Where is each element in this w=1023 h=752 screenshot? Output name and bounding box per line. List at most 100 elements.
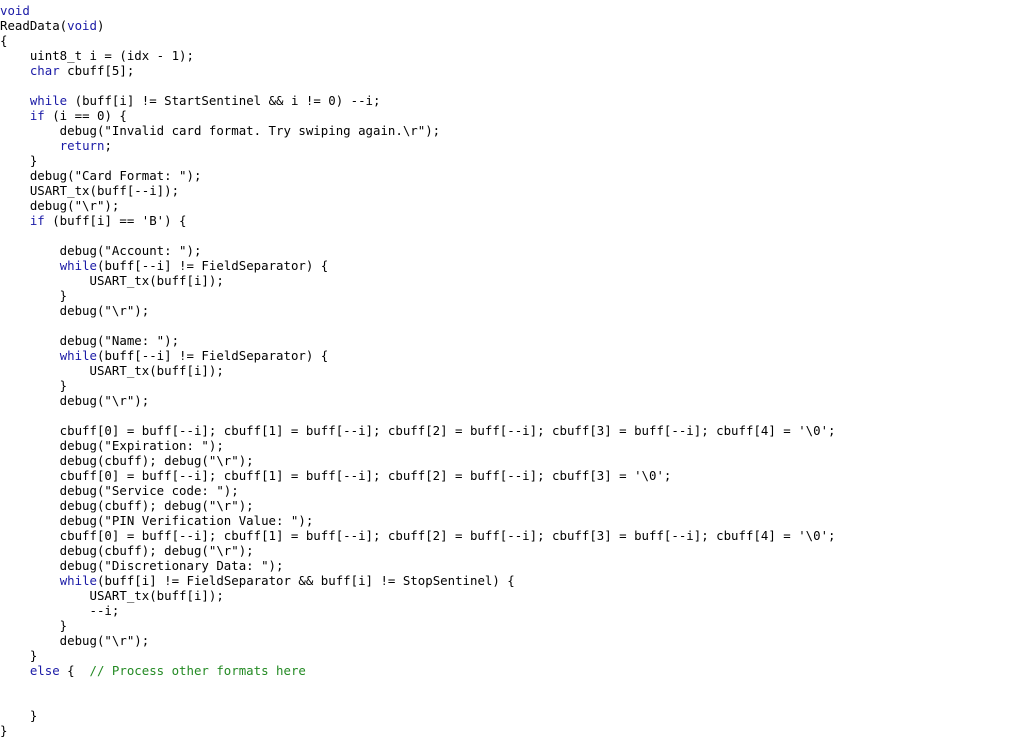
code-keyword: void [67, 18, 97, 33]
code-keyword: void [0, 3, 30, 18]
code-text: } [0, 708, 38, 723]
code-text [0, 213, 30, 228]
code-line: debug("\r"); [0, 303, 1023, 318]
code-line [0, 78, 1023, 93]
code-text: debug("Card Format: "); [0, 168, 202, 183]
code-comment: // Process other formats here [89, 663, 306, 678]
code-text: ) [96, 18, 105, 33]
code-text: debug("Discretionary Data: "); [0, 558, 284, 573]
code-text: debug("\r"); [0, 303, 150, 318]
code-line: } [0, 153, 1023, 168]
code-text: { [59, 663, 90, 678]
code-line: debug(cbuff); debug("\r"); [0, 543, 1023, 558]
code-text: (buff[i] == 'B') { [44, 213, 187, 228]
code-line [0, 693, 1023, 708]
code-text: } [0, 648, 38, 663]
code-text: (i == 0) { [44, 108, 127, 123]
code-keyword: while [59, 573, 97, 588]
code-line: } [0, 288, 1023, 303]
code-text: (buff[i] != FieldSeparator && buff[i] !=… [97, 573, 515, 588]
code-line: char cbuff[5]; [0, 63, 1023, 78]
code-line: } [0, 708, 1023, 723]
code-text [0, 63, 30, 78]
code-line: cbuff[0] = buff[--i]; cbuff[1] = buff[--… [0, 468, 1023, 483]
code-text: USART_tx(buff[i]); [0, 363, 224, 378]
code-text: debug(cbuff); debug("\r"); [0, 543, 254, 558]
code-line [0, 318, 1023, 333]
code-line: debug("Invalid card format. Try swiping … [0, 123, 1023, 138]
code-text: (buff[--i] != FieldSeparator) { [97, 348, 329, 363]
code-text: debug("Service code: "); [0, 483, 239, 498]
code-text: debug("\r"); [0, 633, 150, 648]
code-keyword: char [29, 63, 60, 78]
code-line: USART_tx(buff[i]); [0, 588, 1023, 603]
code-line: USART_tx(buff[i]); [0, 363, 1023, 378]
code-text: cbuff[5]; [59, 63, 135, 78]
code-line: } [0, 618, 1023, 633]
code-line: cbuff[0] = buff[--i]; cbuff[1] = buff[--… [0, 528, 1023, 543]
code-line: while(buff[--i] != FieldSeparator) { [0, 348, 1023, 363]
code-line: else { // Process other formats here [0, 663, 1023, 678]
code-text: debug("Expiration: "); [0, 438, 224, 453]
code-line: void [0, 3, 1023, 18]
code-text: } [0, 153, 38, 168]
code-text: debug(cbuff); debug("\r"); [0, 498, 254, 513]
code-line: debug("\r"); [0, 393, 1023, 408]
code-line: debug(cbuff); debug("\r"); [0, 453, 1023, 468]
code-keyword: while [29, 93, 68, 108]
code-line: debug("Service code: "); [0, 483, 1023, 498]
code-line: } [0, 648, 1023, 663]
code-line: } [0, 378, 1023, 393]
code-text: { [0, 33, 8, 48]
code-line: cbuff[0] = buff[--i]; cbuff[1] = buff[--… [0, 423, 1023, 438]
code-line: --i; [0, 603, 1023, 618]
code-text: USART_tx(buff[i]); [0, 588, 224, 603]
code-text: debug(cbuff); debug("\r"); [0, 453, 254, 468]
code-text: USART_tx(buff[i]); [0, 273, 224, 288]
code-line: debug("Card Format: "); [0, 168, 1023, 183]
code-text: cbuff[0] = buff[--i]; cbuff[1] = buff[--… [0, 423, 836, 438]
code-line: while (buff[i] != StartSentinel && i != … [0, 93, 1023, 108]
code-text: debug("\r"); [0, 198, 120, 213]
code-text: } [0, 618, 68, 633]
code-line: if (i == 0) { [0, 108, 1023, 123]
code-keyword: if [29, 213, 45, 228]
code-keyword: return [59, 138, 105, 153]
code-line: } [0, 723, 1023, 738]
code-text: debug("Account: "); [0, 243, 202, 258]
code-text: --i; [0, 603, 120, 618]
code-line: return; [0, 138, 1023, 153]
code-line: uint8_t i = (idx - 1); [0, 48, 1023, 63]
code-line: debug("Account: "); [0, 243, 1023, 258]
code-text: uint8_t i = (idx - 1); [0, 48, 194, 63]
code-line: debug("\r"); [0, 633, 1023, 648]
code-line: debug("Discretionary Data: "); [0, 558, 1023, 573]
code-line [0, 408, 1023, 423]
code-text: debug("Name: "); [0, 333, 180, 348]
code-line: USART_tx(buff[--i]); [0, 183, 1023, 198]
code-line [0, 678, 1023, 693]
code-text: (buff[--i] != FieldSeparator) { [97, 258, 329, 273]
code-text: } [0, 723, 8, 738]
code-line: debug("PIN Verification Value: "); [0, 513, 1023, 528]
code-line: while(buff[--i] != FieldSeparator) { [0, 258, 1023, 273]
code-text [0, 663, 30, 678]
code-text: cbuff[0] = buff[--i]; cbuff[1] = buff[--… [0, 528, 836, 543]
code-line: ReadData(void) [0, 18, 1023, 33]
code-text: debug("\r"); [0, 393, 150, 408]
code-text [0, 93, 30, 108]
code-text: debug("Invalid card format. Try swiping … [0, 123, 441, 138]
code-text: } [0, 378, 68, 393]
code-keyword: if [29, 108, 45, 123]
code-text [0, 348, 60, 363]
code-keyword: else [29, 663, 60, 678]
code-keyword: while [59, 258, 97, 273]
code-text [0, 258, 60, 273]
code-text: } [0, 288, 68, 303]
code-text [0, 138, 60, 153]
code-line: { [0, 33, 1023, 48]
code-text: (buff[i] != StartSentinel && i != 0) --i… [67, 93, 381, 108]
code-text: ReadData( [0, 18, 68, 33]
code-text: ; [104, 138, 112, 153]
